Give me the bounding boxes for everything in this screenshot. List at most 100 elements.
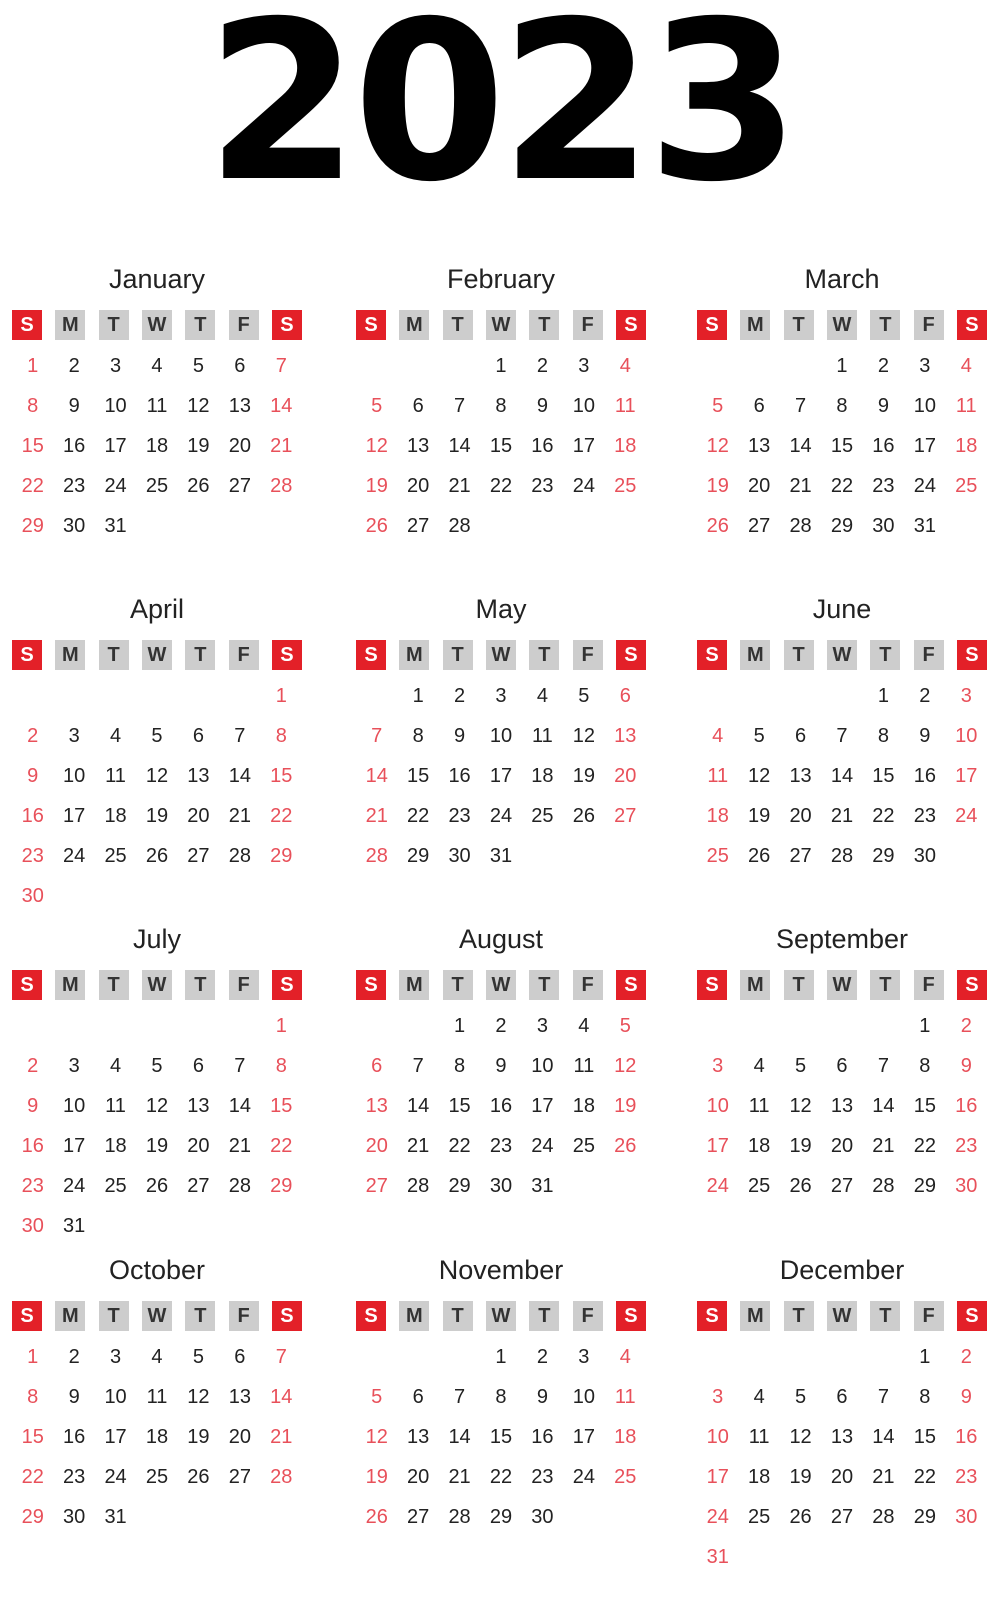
day-cell: 5 bbox=[192, 355, 204, 377]
day-cell: 19 bbox=[187, 435, 210, 457]
day-cell: 27 bbox=[830, 1506, 854, 1528]
day-cell: 13 bbox=[789, 765, 812, 787]
weekday-label: S bbox=[271, 640, 302, 670]
weekday-label: S bbox=[356, 970, 386, 1000]
day-cell: 29 bbox=[830, 515, 854, 537]
day-cell: 9 bbox=[960, 1055, 972, 1077]
weekday-label: S bbox=[271, 970, 302, 1000]
day-cell: 9 bbox=[495, 1055, 507, 1077]
day-cell: 18 bbox=[614, 435, 637, 457]
day-cell: 1 bbox=[495, 1346, 507, 1368]
day-cell: 18 bbox=[145, 1426, 169, 1448]
day-cell: 14 bbox=[270, 1386, 293, 1408]
day-cell: 9 bbox=[919, 725, 931, 747]
weekday-label: T bbox=[185, 1301, 216, 1331]
day-cell: 12 bbox=[145, 765, 169, 787]
weekday-label: T bbox=[529, 970, 560, 1000]
day-cell: 10 bbox=[104, 1386, 127, 1408]
day-cell: 7 bbox=[454, 395, 466, 417]
day-cell: 16 bbox=[448, 765, 471, 787]
day-cell: 1 bbox=[836, 355, 848, 377]
day-cell: 5 bbox=[712, 395, 724, 417]
day-cell: 6 bbox=[192, 1055, 204, 1077]
day-cell: 9 bbox=[68, 395, 80, 417]
day-cell: 13 bbox=[228, 395, 251, 417]
day-cell: 7 bbox=[795, 395, 807, 417]
day-cell: 24 bbox=[489, 805, 513, 827]
weekday-label: W bbox=[485, 640, 516, 670]
day-cell: 1 bbox=[919, 1346, 931, 1368]
day-cell: 5 bbox=[192, 1346, 204, 1368]
day-cell: 1 bbox=[27, 355, 39, 377]
day-cell: 8 bbox=[495, 395, 507, 417]
day-cell: 24 bbox=[706, 1175, 729, 1197]
weekday-label: M bbox=[740, 1301, 771, 1331]
empty-cell bbox=[136, 676, 177, 716]
day-cell: 2 bbox=[960, 1015, 972, 1037]
day-cell: 27 bbox=[614, 805, 637, 827]
day-cell: 7 bbox=[412, 1055, 424, 1077]
weekday-label: F bbox=[572, 970, 603, 1000]
day-cell: 15 bbox=[270, 1095, 293, 1117]
day-cell: 24 bbox=[955, 805, 978, 827]
day-cell: 1 bbox=[27, 1346, 39, 1368]
day-cell: 29 bbox=[407, 845, 430, 867]
weekday-label: M bbox=[740, 970, 771, 1000]
weekday-label: F bbox=[913, 640, 944, 670]
day-cell: 31 bbox=[531, 1175, 554, 1197]
weekday-label: S bbox=[615, 970, 646, 1000]
day-cell: 30 bbox=[955, 1506, 978, 1528]
weekday-label: W bbox=[141, 1301, 172, 1331]
day-cell: 26 bbox=[187, 1466, 210, 1488]
day-cell: 18 bbox=[614, 1426, 637, 1448]
day-cell: 9 bbox=[27, 1095, 39, 1117]
month-name: November bbox=[438, 1255, 564, 1285]
day-cell: 17 bbox=[706, 1135, 729, 1157]
day-cell: 6 bbox=[753, 395, 765, 417]
day-cell: 11 bbox=[955, 395, 977, 417]
day-cell: 28 bbox=[407, 1175, 430, 1197]
empty-cell bbox=[738, 1337, 779, 1377]
day-cell: 28 bbox=[270, 1466, 293, 1488]
day-cell: 6 bbox=[192, 725, 204, 747]
day-cell: 30 bbox=[448, 845, 471, 867]
day-cell: 24 bbox=[913, 475, 936, 497]
day-cell: 22 bbox=[872, 805, 895, 827]
day-cell: 23 bbox=[448, 805, 471, 827]
day-cell: 15 bbox=[270, 765, 293, 787]
day-cell: 7 bbox=[234, 1055, 246, 1077]
day-cell: 24 bbox=[706, 1506, 729, 1528]
day-cell: 12 bbox=[145, 1095, 169, 1117]
day-cell: 20 bbox=[748, 475, 771, 497]
day-cell: 1 bbox=[275, 685, 287, 707]
day-cell: 1 bbox=[454, 1015, 466, 1037]
weekday-label: F bbox=[228, 970, 259, 1000]
day-cell: 2 bbox=[454, 685, 466, 707]
weekday-label: F bbox=[228, 640, 259, 670]
empty-cell bbox=[697, 1337, 738, 1377]
day-cell: 11 bbox=[748, 1095, 770, 1117]
weekday-label: S bbox=[697, 1301, 727, 1331]
day-cell: 3 bbox=[578, 1346, 590, 1368]
empty-cell bbox=[439, 1337, 480, 1377]
day-cell: 29 bbox=[489, 1506, 513, 1528]
day-cell: 1 bbox=[275, 1015, 287, 1037]
weekday-label: T bbox=[870, 640, 901, 670]
month-name: June bbox=[812, 594, 872, 624]
weekday-label: T bbox=[98, 970, 129, 1000]
day-cell: 21 bbox=[270, 1426, 293, 1448]
day-cell: 21 bbox=[407, 1135, 430, 1157]
day-cell: 11 bbox=[748, 1426, 770, 1448]
weekday-label: F bbox=[572, 310, 603, 340]
day-cell: 7 bbox=[877, 1055, 889, 1077]
day-cell: 3 bbox=[110, 355, 122, 377]
month-name: March bbox=[804, 264, 880, 294]
